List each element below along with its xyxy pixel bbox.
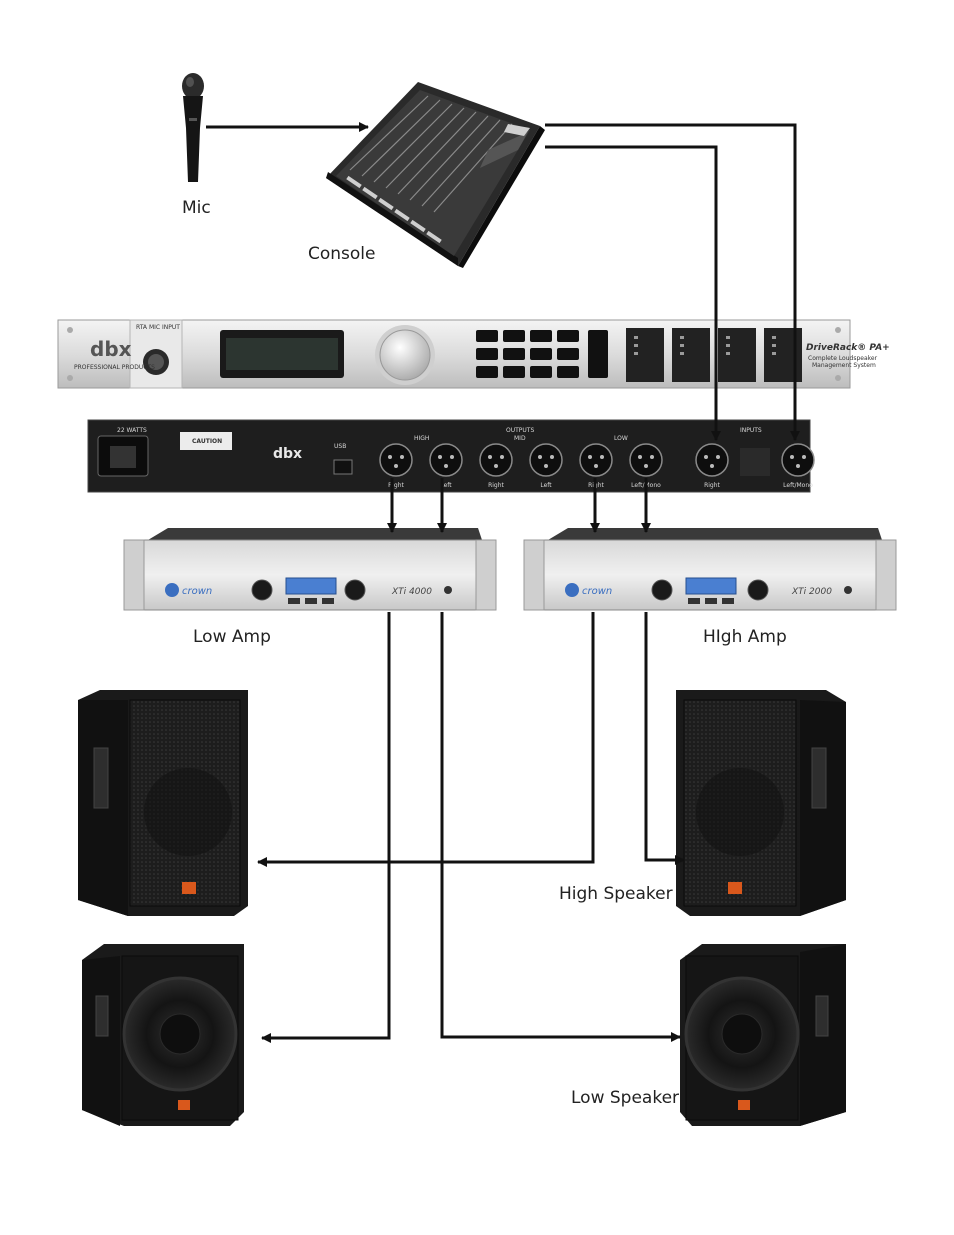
rear-usb-text: USB <box>334 443 346 450</box>
wire-high-amp-to-left-top <box>257 612 595 867</box>
jack-label-text: Right <box>488 482 504 489</box>
high-speaker-label: High Speaker <box>559 884 673 904</box>
wire-low-amp-to-right-sub <box>440 612 681 1042</box>
front-brand-text: dbx <box>90 337 132 361</box>
wire-low-amp-to-left-sub <box>261 612 391 1043</box>
model-sub-2-text: Management System <box>812 362 876 369</box>
low-amplifier <box>123 528 497 611</box>
rta-label-text: RTA MIC INPUT <box>136 324 180 331</box>
rear-inputs-text: INPUTS <box>740 427 762 434</box>
jack-label-text: Right <box>388 482 404 489</box>
model-name-text: DriveRack® PA+ <box>806 343 890 353</box>
low-amp-label: Low Amp <box>193 627 271 647</box>
wire-high-amp-to-right-top <box>644 612 685 865</box>
wire-console-to-input-left <box>545 123 800 441</box>
microphone <box>182 73 204 182</box>
input-label-text: Right <box>704 482 720 489</box>
out-low-text: LOW <box>614 435 628 442</box>
low-amp-model-text: XTi 4000 <box>391 587 432 597</box>
mixing-console <box>326 82 545 268</box>
mic-label: Mic <box>182 198 211 218</box>
out-high-text: HIGH <box>414 435 429 442</box>
rear-caution-text: CAUTION <box>192 438 222 445</box>
low-amp-brand-text: crown <box>182 586 212 597</box>
left-bottom-subwoofer <box>82 944 244 1126</box>
model-sub-1-text: Complete Loudspeaker <box>808 355 878 362</box>
console-label: Console <box>308 244 376 264</box>
jack-label-text: Left <box>540 482 552 489</box>
left-top-speaker <box>78 690 248 916</box>
input-label-text: Left/Mono <box>783 482 813 489</box>
right-bottom-subwoofer <box>680 944 846 1126</box>
signal-wires <box>206 122 800 1043</box>
driverack-front-panel <box>57 319 851 389</box>
rear-power-text: 22 WATTS <box>117 427 147 434</box>
out-mid-text: MID <box>514 435 526 442</box>
wire-console-to-input-right <box>545 145 721 441</box>
high-amp-brand-text: crown <box>582 586 612 597</box>
panel-text: dbx PROFESSIONAL PRODUCTS RTA MIC INPUT … <box>74 324 890 597</box>
right-top-speaker <box>676 690 846 916</box>
rear-brand-text: dbx <box>273 446 302 462</box>
high-amp-model-text: XTi 2000 <box>791 587 832 597</box>
front-brand-sub-text: PROFESSIONAL PRODUCTS <box>74 364 155 371</box>
high-amp-label: HIgh Amp <box>703 627 787 647</box>
rear-outputs-text: OUTPUTS <box>506 427 534 434</box>
jack-label-text: Left <box>440 482 452 489</box>
high-amplifier <box>523 528 897 611</box>
driverack-rear-panel <box>87 419 815 493</box>
low-speaker-label: Low Speaker <box>571 1088 680 1108</box>
